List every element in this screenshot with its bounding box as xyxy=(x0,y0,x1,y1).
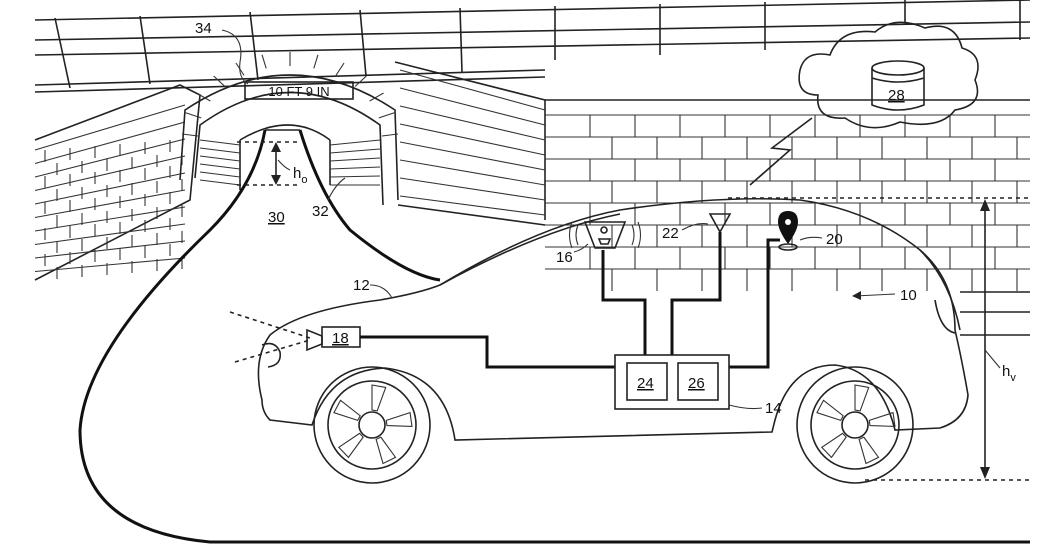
label-34: 34 xyxy=(195,20,212,37)
tunnel-arch xyxy=(179,52,399,206)
road: 30 xyxy=(78,129,1030,544)
label-10: 10 xyxy=(900,287,917,304)
opening-height-dimension: ho xyxy=(237,141,307,186)
cloud-icon xyxy=(798,21,979,129)
label-24: 24 xyxy=(637,375,654,392)
bridge-railing xyxy=(34,0,1031,93)
controller-box: 24 26 14 xyxy=(614,354,782,417)
lightning-icon xyxy=(749,117,813,186)
label-ho-base: h xyxy=(293,165,301,182)
front-wheel xyxy=(796,366,914,484)
camera-icon: 18 xyxy=(229,311,361,363)
label-hv-sub: v xyxy=(1010,372,1016,384)
label-20: 20 xyxy=(826,231,843,248)
svg-text:hv: hv xyxy=(1002,363,1016,384)
clearance-sign: 10 FT 9 IN 34 xyxy=(195,20,354,100)
vehicle-body xyxy=(257,197,969,441)
speaker-icon: 16 xyxy=(556,221,642,266)
label-32: 32 xyxy=(312,203,329,220)
label-ho-sub: o xyxy=(301,174,307,186)
rear-wheel xyxy=(313,366,431,484)
label-26: 26 xyxy=(688,375,705,392)
left-brick-wall xyxy=(34,84,201,281)
svg-text:ho: ho xyxy=(293,165,307,186)
vehicle-height-dimension: hv xyxy=(728,197,1030,481)
label-16: 16 xyxy=(556,249,573,266)
database-icon: 28 xyxy=(871,60,925,111)
label-12: 12 xyxy=(353,277,370,294)
clearance-sign-text: 10 FT 9 IN xyxy=(268,84,329,99)
antenna-icon: 22 xyxy=(662,213,732,242)
label-hv-base: h xyxy=(1002,363,1010,380)
label-28: 28 xyxy=(888,87,905,104)
wiring xyxy=(360,232,780,369)
location-pin-icon: 20 xyxy=(778,211,843,251)
label-30: 30 xyxy=(268,209,285,226)
label-14: 14 xyxy=(765,400,782,417)
label-18: 18 xyxy=(332,330,349,347)
right-brick-wall xyxy=(394,61,1030,336)
label-22: 22 xyxy=(662,225,679,242)
